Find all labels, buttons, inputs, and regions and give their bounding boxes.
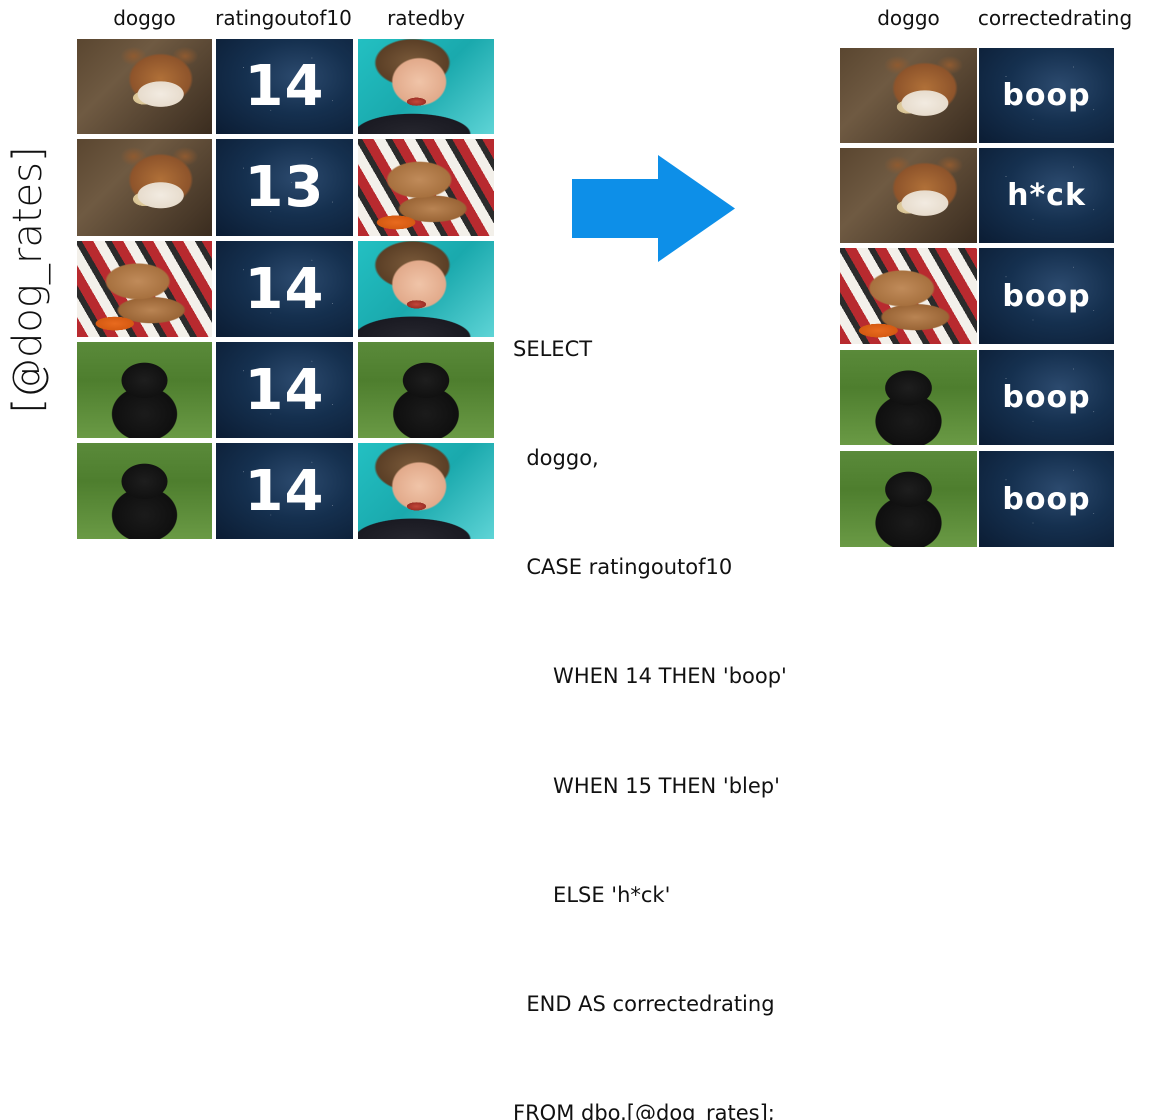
doggo-photo-black-dog	[840, 451, 977, 547]
rating-value: 14	[244, 256, 325, 322]
ratedby-photo-person	[358, 443, 494, 539]
doggo-photo-black-dog	[840, 350, 977, 445]
rating-cell: 14	[216, 342, 353, 438]
sql-line: doggo,	[513, 446, 599, 471]
rating-cell: 14	[216, 443, 353, 539]
left-header-ratedby: ratedby	[387, 6, 465, 30]
corrected-rating-value: boop	[1002, 278, 1091, 314]
right-arrow-icon	[572, 155, 735, 262]
doggo-photo-corgi	[77, 39, 212, 134]
corrected-rating-cell: boop	[979, 350, 1114, 445]
rating-value: 14	[244, 54, 325, 119]
corrected-rating-value: boop	[1002, 78, 1091, 113]
sql-line: WHEN 14 THEN 'boop'	[513, 664, 787, 689]
corrected-rating-value: boop	[1002, 380, 1091, 415]
corrected-rating-cell: boop	[979, 48, 1114, 143]
ratedby-photo-person	[358, 241, 494, 337]
left-header-doggo: doggo	[113, 6, 176, 30]
sql-line: SELECT	[513, 336, 593, 361]
rating-value: 13	[244, 155, 325, 220]
rating-value: 14	[244, 357, 325, 423]
doggo-photo-black-dog	[77, 443, 212, 539]
sql-line: FROM dbo.[@dog_rates];	[513, 1101, 775, 1120]
table-name-label: [@dog_rates]	[5, 146, 51, 414]
rating-cell: 14	[216, 241, 353, 337]
corrected-rating-value: h*ck	[1007, 178, 1086, 213]
sql-line: WHEN 15 THEN 'blep'	[513, 773, 780, 798]
right-header-correctedrating: correctedrating	[977, 6, 1133, 30]
corrected-rating-cell: boop	[979, 451, 1114, 547]
sql-line: END AS correctedrating	[513, 992, 775, 1017]
rating-cell: 13	[216, 139, 353, 236]
doggo-photo-poodle	[840, 248, 977, 344]
doggo-photo-poodle	[77, 241, 212, 337]
rating-value: 14	[244, 458, 325, 524]
ratedby-photo-person	[358, 39, 494, 134]
corrected-rating-cell: boop	[979, 248, 1114, 344]
corrected-rating-cell: h*ck	[979, 148, 1114, 243]
sql-line: ELSE 'h*ck'	[513, 882, 671, 907]
right-header-doggo: doggo	[877, 6, 940, 30]
left-header-ratingoutof10: ratingoutof10	[215, 6, 352, 30]
doggo-photo-black-dog	[77, 342, 212, 438]
doggo-photo-corgi	[840, 48, 977, 143]
sql-query: SELECT doggo, CASE ratingoutof10 WHEN 14…	[513, 258, 833, 1120]
corrected-rating-value: boop	[1002, 481, 1091, 517]
sql-line: CASE ratingoutof10	[513, 555, 733, 580]
ratedby-photo-poodle	[358, 139, 494, 236]
doggo-photo-corgi	[840, 148, 977, 243]
doggo-photo-corgi	[77, 139, 212, 236]
rating-cell: 14	[216, 39, 353, 134]
ratedby-photo-black-dog	[358, 342, 494, 438]
